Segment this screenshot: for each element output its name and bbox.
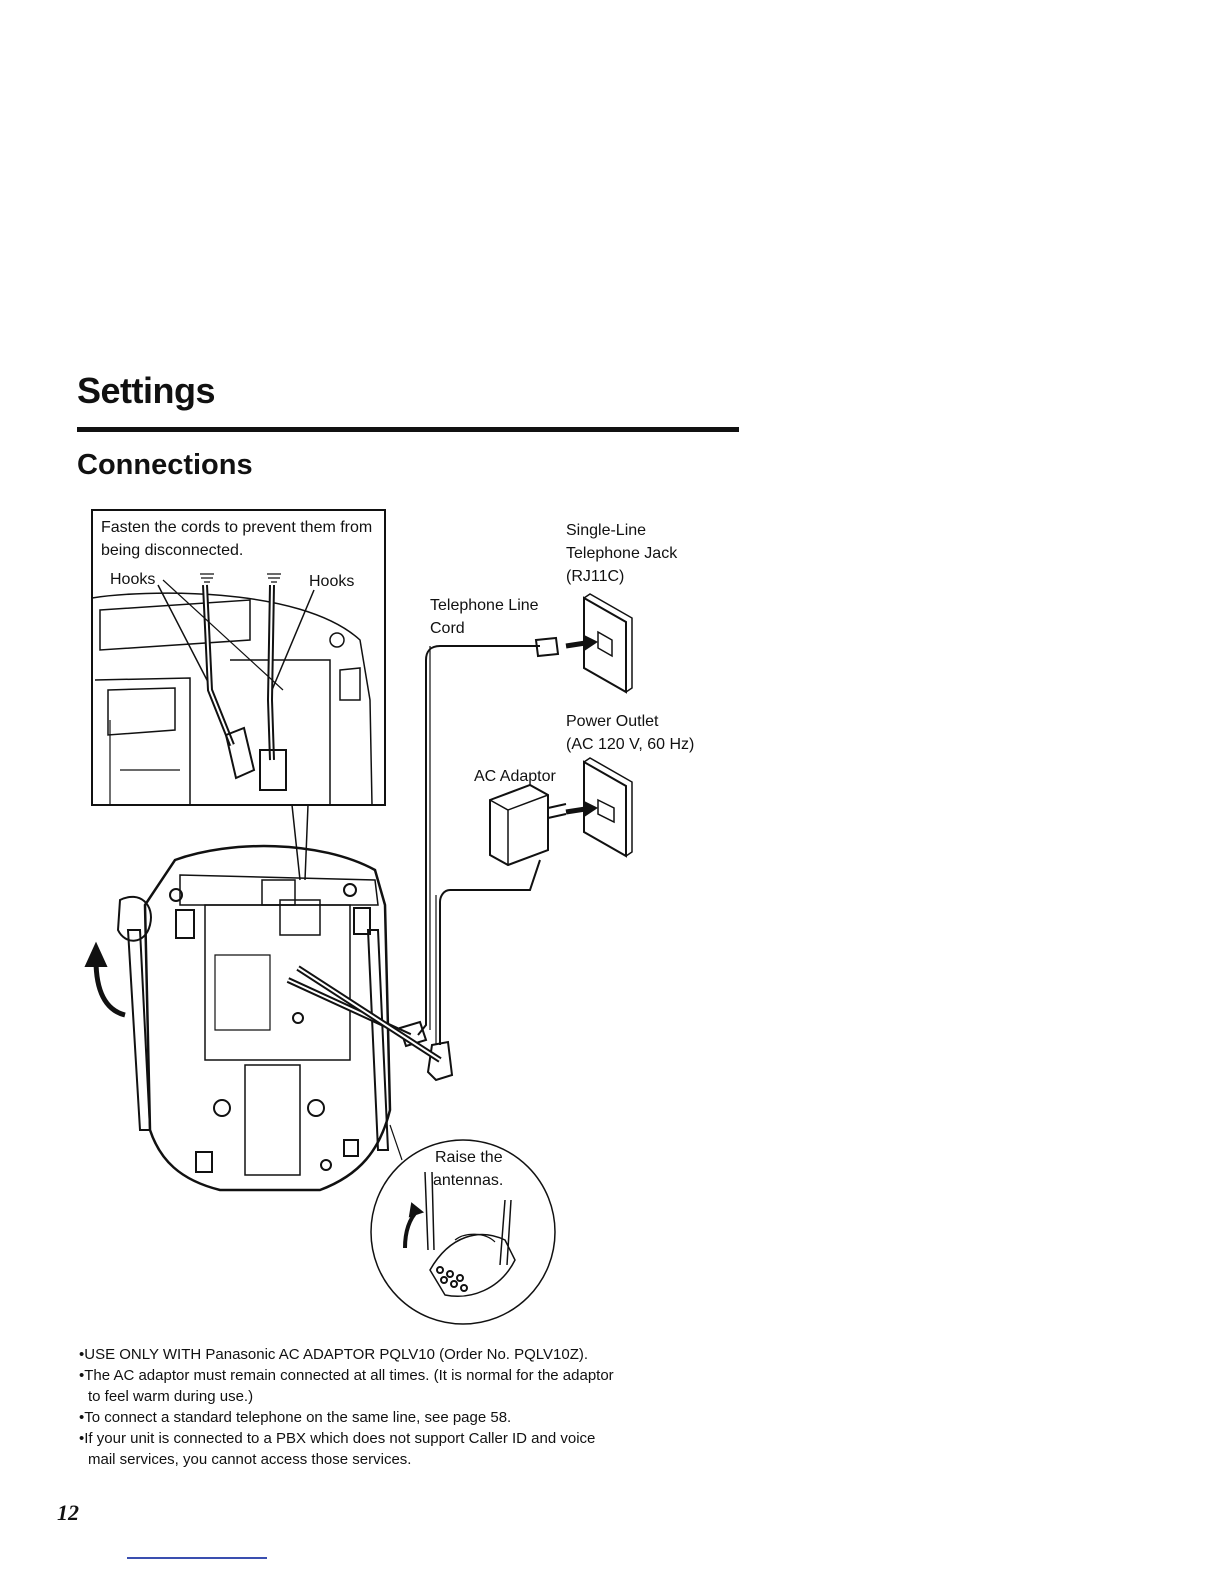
note-item: •To connect a standard telephone on the … xyxy=(79,1409,512,1426)
note-item: •USE ONLY WITH Panasonic AC ADAPTOR PQLV… xyxy=(79,1346,589,1363)
hooks-label-right: Hooks xyxy=(309,573,355,590)
jack-label-line1: Single-Line xyxy=(566,522,647,539)
jack-label-line3: (RJ11C) xyxy=(566,568,625,585)
antenna-label-line2: antennas. xyxy=(433,1172,504,1189)
inset-note-text: Fasten the cords to prevent them from be… xyxy=(101,519,373,559)
adaptor-label: AC Adaptor xyxy=(474,768,556,785)
base-unit-illustration xyxy=(84,844,392,1192)
page-number: 12 xyxy=(57,1500,79,1525)
power-outlet-illustration xyxy=(565,757,633,858)
section-heading: Connections xyxy=(77,449,253,481)
note-item-continuation: mail services, you cannot access those s… xyxy=(88,1451,412,1468)
inset-note: Fasten the cords to prevent them from be… xyxy=(101,516,381,562)
title-rule xyxy=(77,427,739,432)
inset-detail-illustration xyxy=(91,509,386,806)
note-item: •The AC adaptor must remain connected at… xyxy=(79,1367,614,1384)
ac-adaptor-cord xyxy=(296,859,541,1082)
wall-jack-illustration xyxy=(565,593,633,694)
jack-label-line2: Telephone Jack xyxy=(566,545,678,562)
note-item-continuation: to feel warm during use.) xyxy=(88,1388,254,1405)
outlet-label-line2: (AC 120 V, 60 Hz) xyxy=(566,736,695,753)
hooks-label-left: Hooks xyxy=(110,571,156,588)
page-title: Settings xyxy=(77,370,216,411)
ac-adaptor-illustration xyxy=(489,783,567,867)
note-item: •If your unit is connected to a PBX whic… xyxy=(79,1430,596,1447)
cord-label-line1: Telephone Line xyxy=(430,597,539,614)
cord-label-line2: Cord xyxy=(430,620,465,637)
footer-rule xyxy=(127,1557,267,1559)
notes-list: •USE ONLY WITH Panasonic AC ADAPTOR PQLV… xyxy=(79,1344,739,1470)
antenna-label-line1: Raise the xyxy=(435,1149,503,1166)
raise-antennas-callout xyxy=(370,1124,556,1325)
outlet-label-line1: Power Outlet xyxy=(566,713,659,730)
